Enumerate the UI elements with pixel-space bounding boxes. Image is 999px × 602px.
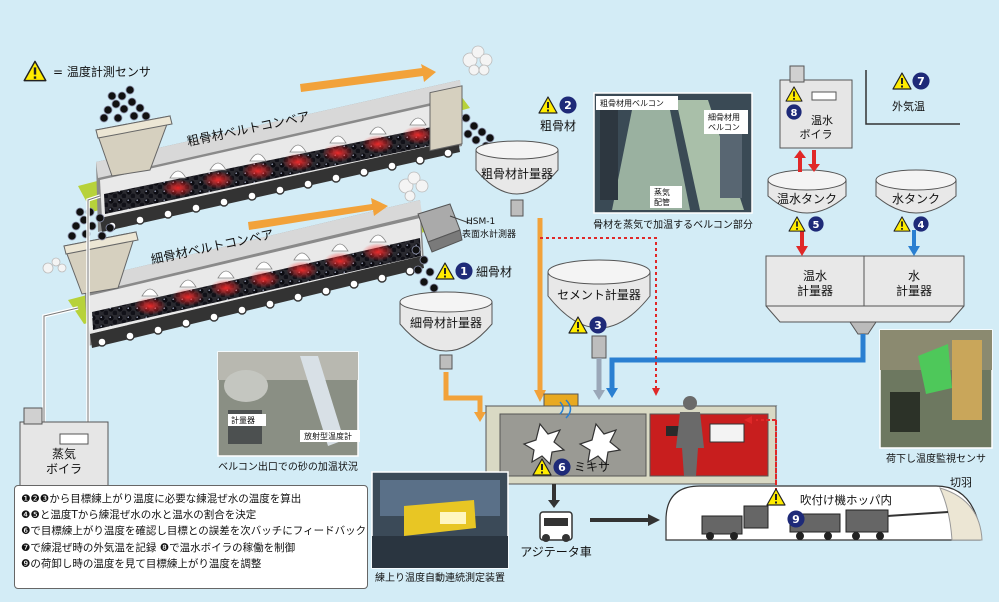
hsm-label-line2: 表面水計測器 — [462, 228, 516, 240]
agitator-truck-label: アジテータ車 — [520, 545, 592, 559]
hot-water-boiler-label-line2: ボイラ — [800, 128, 833, 141]
water-feed-line — [609, 334, 866, 390]
note-line-1: ❶❷❸から目標練上がり温度に必要な練混ぜ水の温度を算出 — [21, 493, 302, 505]
hsm-label-line1: HSM-1 — [466, 217, 495, 227]
boiler-tank-arrows — [794, 150, 920, 256]
fine-sensor-icon — [435, 262, 455, 280]
photo-fine-label-line2: ベルコン — [708, 123, 740, 132]
procedure-notes: ❶❷❸から目標練上がり温度に必要な練混ぜ水の温度を算出 ❹❺と温度Tから練混ぜ水… — [14, 485, 368, 589]
hot-water-tank — [767, 169, 847, 214]
hopper-label: 吹付け機ホッパ内 — [800, 493, 892, 507]
water-tank — [875, 169, 957, 214]
mixer-unit — [484, 393, 778, 485]
photo-unload-caption: 荷下し温度監視センサ — [886, 452, 986, 465]
tunnel-face-label: 切羽 — [950, 476, 972, 489]
agitator-truck — [539, 511, 573, 542]
photo-belt-caption: 骨材を蒸気で加温するベルコン部分 — [593, 218, 753, 231]
photo-belt-conveyor — [593, 92, 753, 214]
water-weighers — [765, 255, 965, 335]
hot-water-weigher-label-line2: 計量器 — [797, 283, 833, 298]
hsm-signal-line — [540, 237, 657, 390]
tunnel — [665, 485, 983, 541]
marker-9-digit: 9 — [792, 513, 800, 526]
note-line-3: ❻で目標練上がり温度を確認し目標との誤差を次バッチにフィードバック — [21, 525, 367, 538]
note-line-4: ❼で練混ぜ時の外気温を記録 ❽で温水ボイラの稼働を制御 — [21, 541, 296, 554]
cement-weigher-label: セメント計量器 — [557, 287, 641, 302]
coarse-sensor-label: 粗骨材 — [540, 119, 576, 133]
hot-water-weigher-label-line1: 温水 — [803, 269, 827, 283]
photo-thermo-label: 放射型温度計 — [304, 431, 352, 441]
coarse-weigher-label: 粗骨材計量器 — [481, 166, 553, 181]
steam-boiler-label-line2: ボイラ — [46, 462, 82, 476]
mixer-label: ミキサ — [574, 460, 610, 474]
marker-5-digit: 5 — [813, 220, 820, 231]
steam-puffs — [42, 45, 493, 274]
coarse-sensor-icon — [538, 96, 558, 114]
water-tank-sensor-icon — [893, 216, 911, 232]
photo-mix-caption: 練上り温度自動連続測定装置 — [375, 571, 505, 584]
photo-steam-label-line1: 蒸気 — [654, 187, 670, 197]
fine-aggregate-pile — [67, 207, 115, 241]
coarse-aggregate-weigher — [475, 140, 559, 217]
conveyor-direction-arrows — [248, 64, 436, 230]
photo-meter-label: 計量器 — [231, 415, 255, 425]
photo-outlet-caption: ベルコン出口での砂の加温状況 — [218, 460, 358, 473]
note-line-5: ❾の荷卸し時の温度を見て目標練上がり温度を調整 — [21, 557, 262, 570]
photo-steam-label-line2: 配管 — [654, 197, 670, 207]
coarse-belt-conveyor — [78, 80, 470, 232]
photo-coarse-label: 粗骨材用ベルコン — [600, 98, 664, 108]
outside-temp-label: 外気温 — [892, 99, 925, 113]
legend-sensor-icon — [23, 60, 47, 82]
fine-belt-conveyor — [63, 200, 432, 348]
fine-sensor-label: 細骨材 — [476, 265, 512, 279]
coarse-aggregate-pile — [99, 85, 151, 123]
marker-2-digit: 2 — [564, 99, 572, 112]
hot-water-tank-label: 温水タンク — [777, 192, 837, 206]
outside-sensor-icon — [892, 72, 912, 90]
cement-weigher — [547, 259, 651, 359]
marker-4-digit: 4 — [918, 220, 925, 231]
marker-1-digit: 1 — [460, 265, 468, 278]
marker-6-digit: 6 — [558, 461, 566, 474]
worker-icon — [676, 396, 704, 476]
photo-mixing-device — [371, 471, 509, 569]
steam-boiler — [19, 407, 109, 487]
water-weigher-label-line1: 水 — [908, 269, 920, 283]
hsm-surface-moisture-meter — [417, 203, 473, 253]
hot-water-boiler-label-line1: 温水 — [811, 114, 833, 127]
fine-aggregate-weigher — [399, 291, 493, 370]
fine-discharge-pile — [411, 245, 439, 293]
photo-conveyor-outlet — [217, 351, 360, 457]
marker-7-digit: 7 — [917, 75, 925, 88]
legend-text: = 温度計測センサ — [53, 64, 151, 79]
outside-temp-bracket — [865, 70, 960, 125]
marker-3-digit: 3 — [594, 319, 602, 332]
hot-tank-sensor-icon — [788, 216, 806, 232]
water-weigher-label-line2: 計量器 — [896, 283, 932, 298]
marker-8-digit: 8 — [791, 108, 798, 119]
fine-weigher-label: 細骨材計量器 — [410, 315, 482, 330]
photo-unload-sensor — [879, 329, 993, 449]
steam-boiler-label-line1: 蒸気 — [52, 446, 76, 461]
aggregate-feed-lines — [443, 218, 543, 416]
photo-fine-label-line1: 細骨材用 — [708, 112, 740, 122]
water-tank-label: 水タンク — [892, 192, 940, 206]
note-line-2: ❹❺と温度Tから練混ぜ水の水と温水の割合を決定 — [21, 509, 257, 522]
